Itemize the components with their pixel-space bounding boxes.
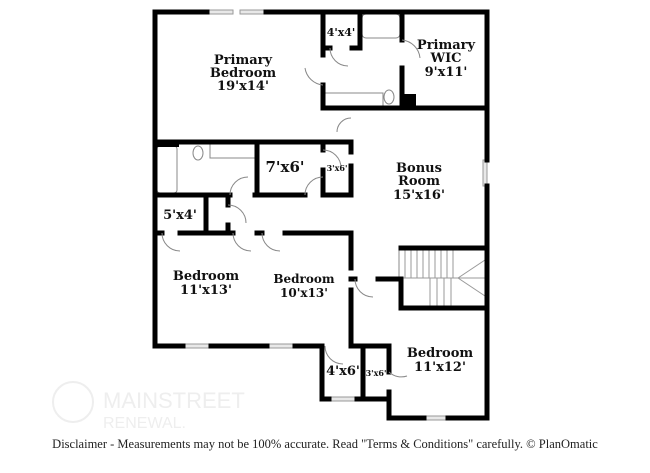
- room-bedroom-2-size: 10'x13': [280, 286, 328, 300]
- room-bonus-size: 15'x16': [393, 188, 445, 203]
- room-bedroom-1-line1: Bedroom: [173, 269, 240, 284]
- closet-4x4-size: 4'x4': [327, 26, 356, 39]
- walls: [152, 9, 490, 421]
- closet-5x4-size: 5'x4': [163, 208, 197, 223]
- closet-3x6-upper-size: 3'x6': [327, 163, 348, 173]
- room-primary-wic-line2: WIC: [429, 51, 461, 66]
- room-labels: Primary Bedroom 19'x14' Primary WIC 9'x1…: [163, 26, 475, 379]
- closet-7x6-size: 7'x6': [265, 158, 304, 176]
- watermark-line2: RENEWAL.: [103, 415, 186, 432]
- room-primary-bedroom-line2: Bedroom: [210, 66, 277, 81]
- room-bonus-line2: Room: [398, 174, 440, 189]
- doors: [161, 39, 421, 378]
- room-bedroom-1-size: 11'x13': [180, 283, 232, 298]
- room-bedroom-3-line1: Bedroom: [407, 346, 474, 361]
- closet-4x6-size: 4'x6': [326, 364, 360, 379]
- room-bonus-line1: Bonus: [396, 161, 442, 176]
- watermark-logo: MAINSTREET RENEWAL.: [52, 381, 245, 432]
- room-primary-wic-size: 9'x11': [425, 65, 468, 80]
- room-primary-bedroom-line1: Primary: [214, 53, 273, 68]
- room-primary-bedroom-size: 19'x14': [217, 79, 269, 94]
- room-bedroom-2-line1: Bedroom: [273, 272, 334, 286]
- closet-3x6-lower-size: 3'x6': [366, 368, 387, 378]
- room-bedroom-3-size: 11'x12': [414, 360, 466, 375]
- disclaimer: Disclaimer - Measurements may not be 100…: [52, 437, 598, 451]
- room-primary-wic-line1: Primary: [417, 38, 476, 53]
- watermark-line1: MAINSTREET: [103, 388, 245, 413]
